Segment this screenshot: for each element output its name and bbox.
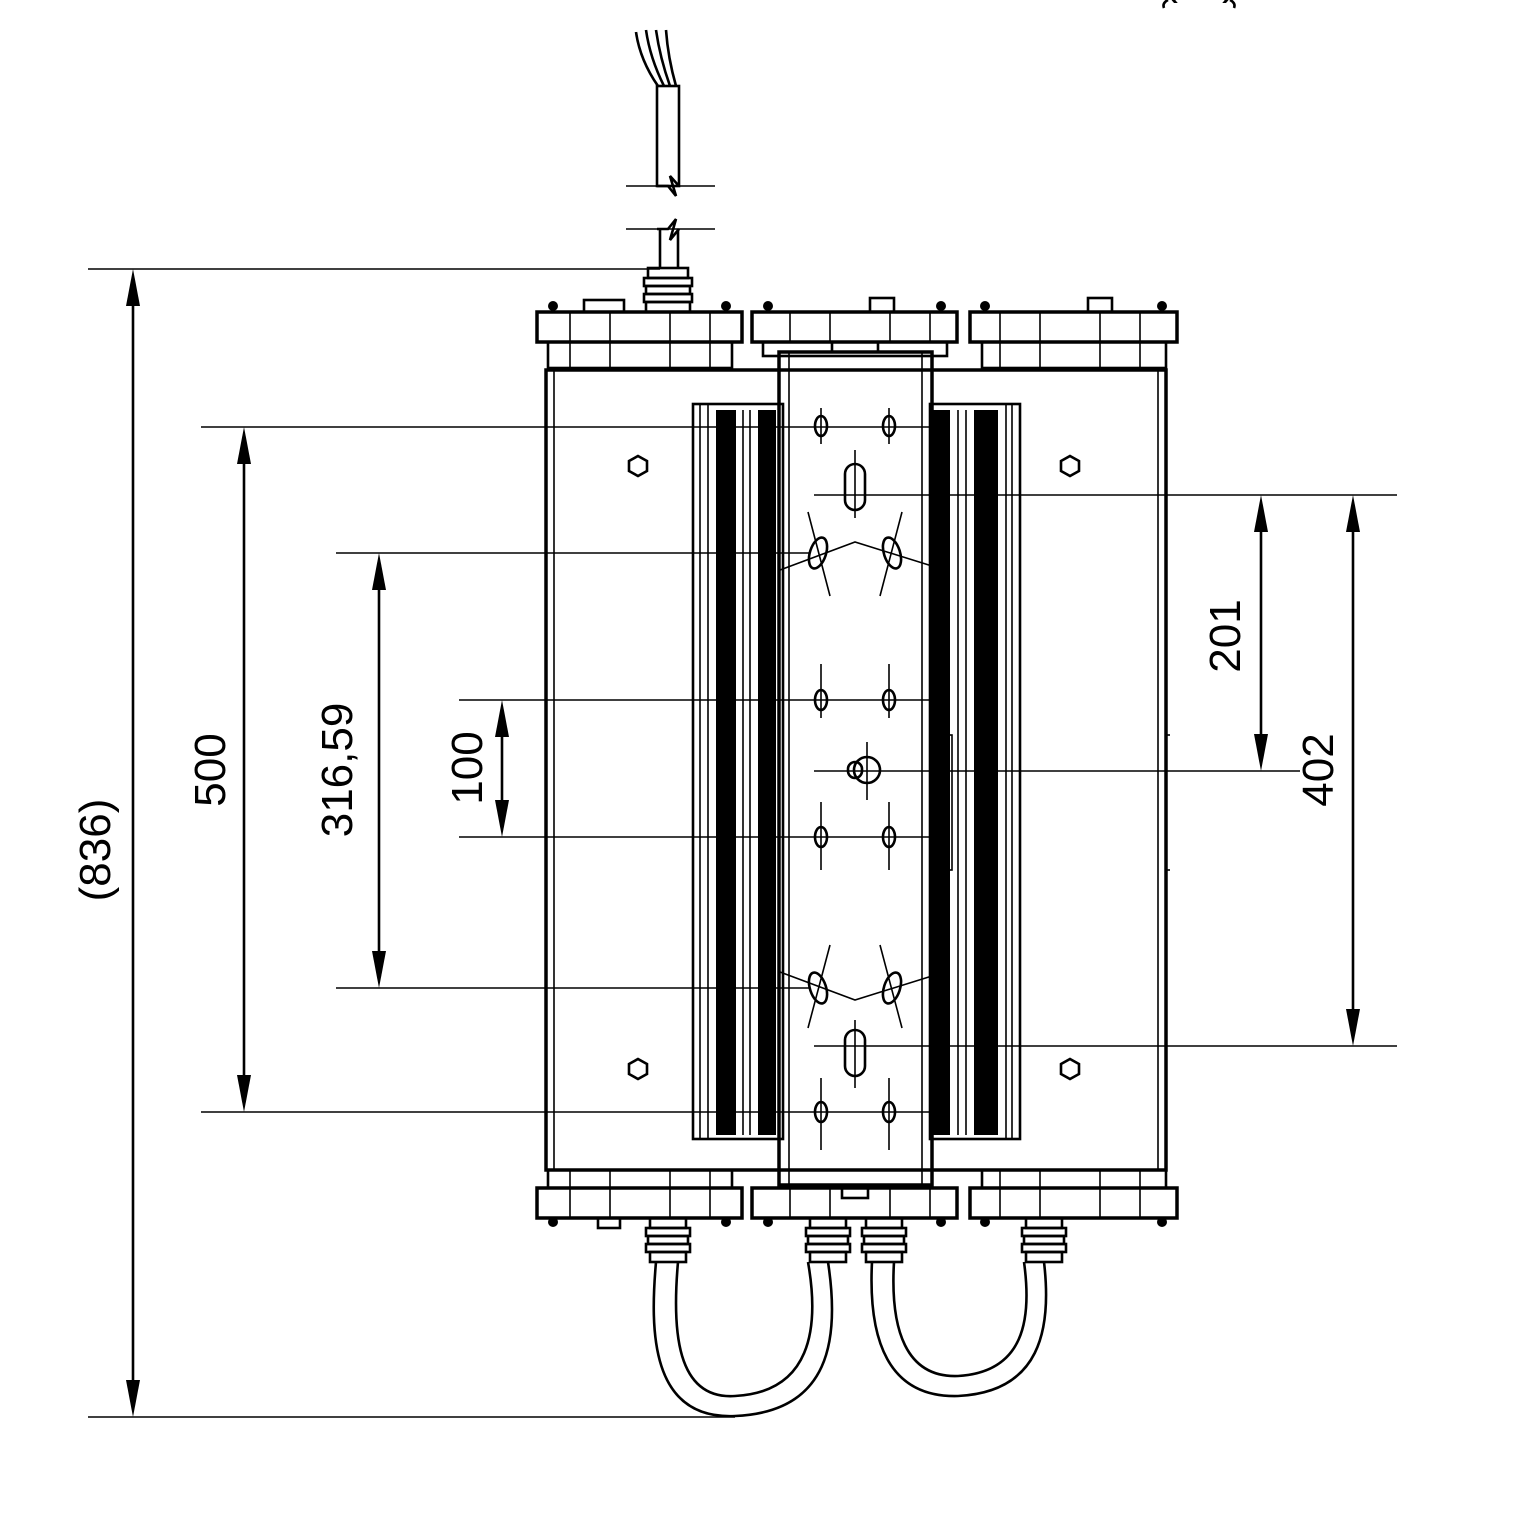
top-end-caps [535, 296, 1179, 370]
bottom-end-caps [535, 1168, 1179, 1230]
top-clipped-parenthesis [1162, 0, 1236, 9]
bottom-glands [644, 1216, 1068, 1264]
jumper-cables [652, 1261, 1048, 1418]
top-clipped-text: (…) [1163, 0, 1236, 4]
left-lens-stripe [691, 402, 785, 1141]
mounting-bracket [777, 340, 934, 1187]
incoming-cable [626, 29, 715, 314]
dim-label-overall-height: (836) [71, 799, 120, 902]
dim-label-402: 402 [1294, 733, 1343, 806]
dim-label-100: 100 [443, 731, 492, 804]
hex-bolts [627, 454, 1081, 1081]
dim-label-500: 500 [186, 733, 235, 806]
dim-label-201: 201 [1201, 599, 1250, 672]
bracket-slots [779, 450, 933, 1088]
housing-body [544, 368, 1170, 1172]
dim-label-316-59: 316,59 [313, 703, 362, 838]
dimension-lines [88, 268, 1397, 1418]
